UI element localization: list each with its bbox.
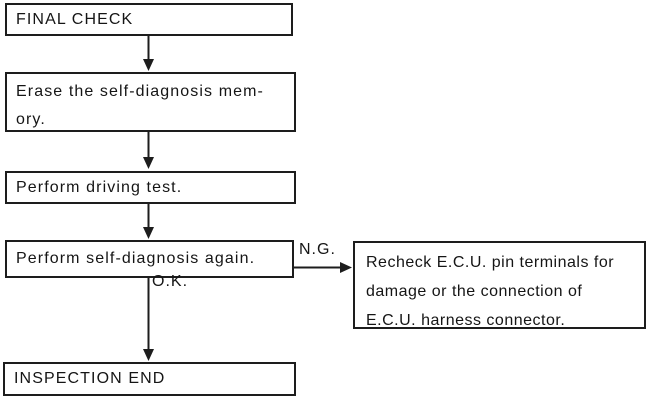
flow-node-erase-memory: Erase the self-diagnosis mem- ory. <box>5 72 296 132</box>
arrow-erase-to-driving <box>143 132 154 169</box>
flow-node-recheck-ecu: Recheck E.C.U. pin terminals for damage … <box>353 241 646 329</box>
arrow-driving-to-selfdiag <box>143 204 154 239</box>
flow-node-self-diagnosis-again: Perform self-diagnosis again. <box>5 240 294 278</box>
edge-label-ng: N.G. <box>299 241 336 258</box>
arrow-selfdiag-to-recheck <box>294 262 352 273</box>
edge-label-ok: O.K. <box>152 273 189 290</box>
flow-node-final-check: FINAL CHECK <box>5 3 293 36</box>
flow-node-driving-test: Perform driving test. <box>5 171 296 204</box>
arrow-final-to-erase <box>143 36 154 71</box>
flow-node-inspection-end: INSPECTION END <box>3 362 296 396</box>
